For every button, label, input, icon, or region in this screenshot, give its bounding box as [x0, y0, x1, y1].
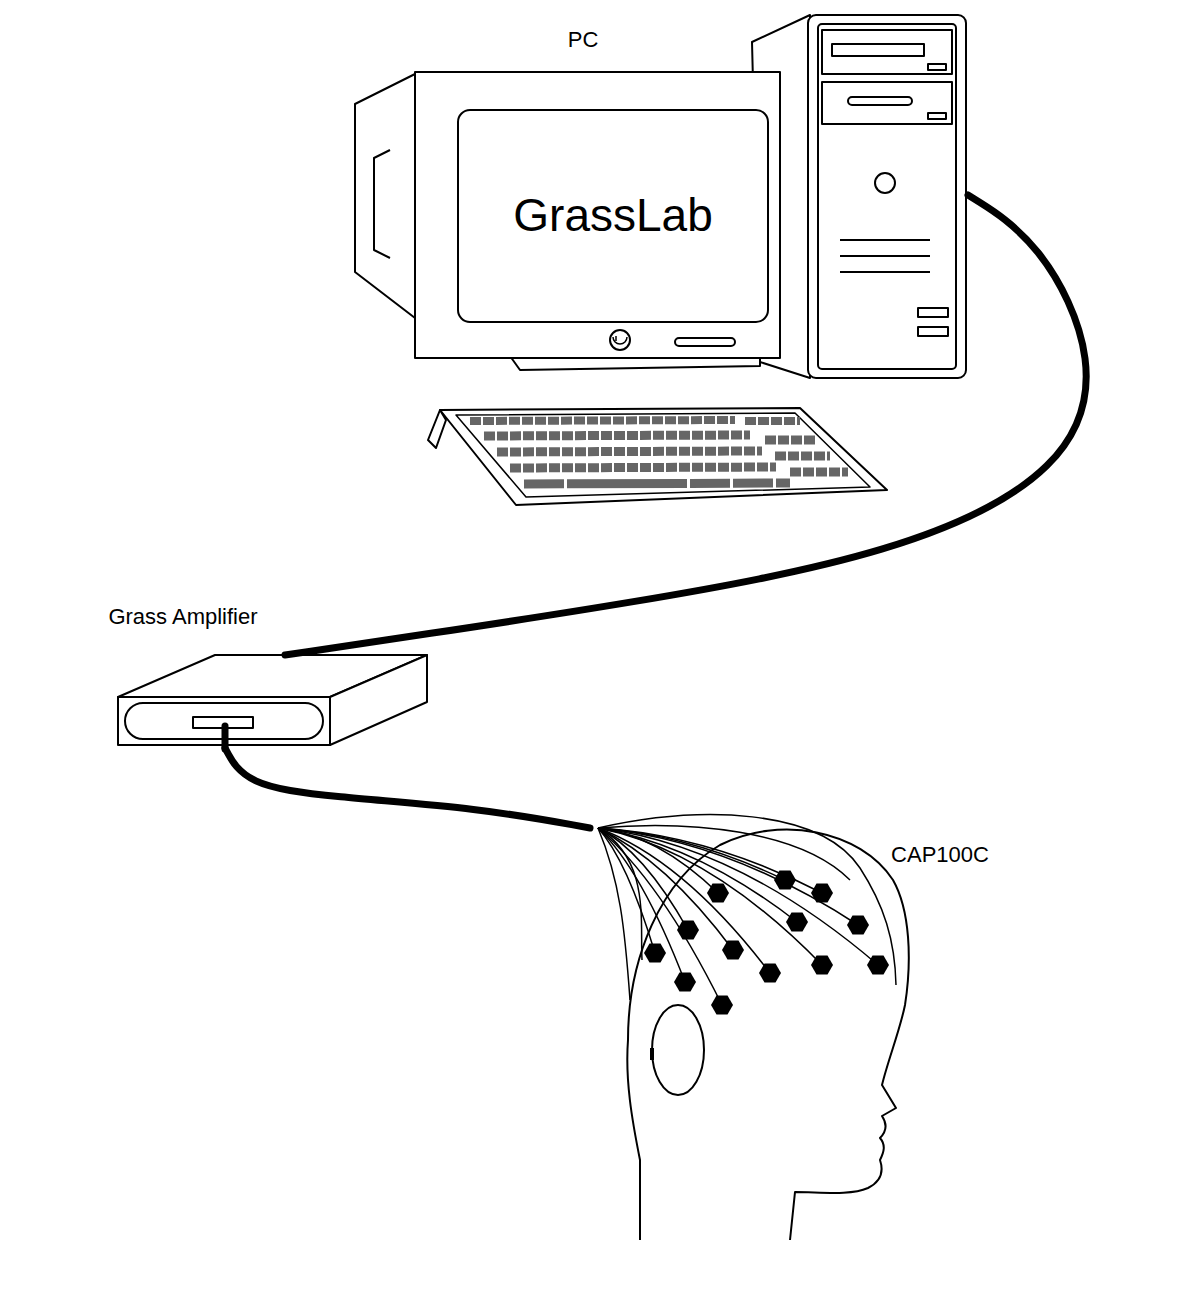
cable — [225, 748, 590, 828]
electrode — [677, 921, 699, 940]
key-row — [775, 452, 830, 461]
key-row — [470, 420, 735, 421]
electrode — [811, 884, 833, 903]
electrode — [711, 996, 733, 1015]
drive-bay — [822, 82, 952, 124]
keyboard-foot — [428, 410, 446, 448]
key-row — [484, 435, 750, 436]
key-row — [510, 467, 776, 468]
amplifier-side — [330, 655, 427, 745]
electrode — [774, 871, 796, 890]
key-row — [497, 451, 762, 452]
eeg-cap: CAP100C — [590, 820, 910, 1245]
ear-clip — [650, 1048, 654, 1060]
electrode — [707, 884, 729, 903]
key-row — [745, 417, 800, 425]
head-outline — [627, 830, 908, 1240]
monitor-back — [355, 74, 415, 318]
electrode-wire — [598, 828, 655, 953]
drive-slot — [848, 97, 912, 105]
vent-line — [840, 239, 930, 241]
drive-slot — [832, 44, 924, 56]
monitor-power — [610, 330, 630, 350]
electrode — [786, 913, 808, 932]
usb-port — [918, 327, 948, 336]
electrode — [811, 956, 833, 975]
electrode — [722, 941, 744, 960]
vent-line — [840, 255, 930, 257]
power-button — [875, 173, 895, 193]
electrode-wire — [598, 828, 685, 982]
monitor-notch — [374, 150, 390, 258]
cap-wires — [598, 828, 878, 1005]
key-row — [790, 468, 848, 477]
keyboard-body — [440, 408, 887, 505]
computer-tower — [752, 15, 966, 378]
amplifier — [118, 655, 427, 749]
drive-button — [928, 64, 946, 70]
tower-panel — [818, 24, 956, 369]
electrode — [847, 916, 869, 935]
monitor — [355, 72, 780, 370]
key-row — [524, 483, 790, 484]
electrode — [674, 973, 696, 992]
power-icon — [613, 336, 627, 344]
electrode — [867, 956, 889, 975]
device-label: Grass Amplifier — [108, 605, 257, 629]
electrodes — [644, 871, 889, 1015]
head — [598, 815, 909, 1240]
electrode-wire — [598, 828, 858, 925]
device-label: CAP100C — [891, 843, 989, 867]
cable — [285, 195, 1086, 655]
usb-port — [918, 308, 948, 317]
key-row — [765, 436, 815, 445]
electrode-wire — [598, 828, 770, 973]
ear — [652, 1005, 704, 1095]
tower-front — [808, 15, 966, 378]
monitor-frame — [415, 72, 780, 358]
device-label: PC — [568, 28, 599, 52]
monitor-slot — [675, 338, 735, 346]
electrode — [644, 944, 666, 963]
keyboard-keys — [456, 413, 870, 497]
electrode — [759, 964, 781, 983]
screen-text: GrassLab — [513, 190, 712, 241]
amplifier: Grass Amplifier — [118, 655, 428, 748]
cap-strap — [598, 815, 896, 985]
drive-bay — [822, 30, 952, 74]
drive-button — [928, 113, 946, 119]
keyboard — [428, 408, 887, 505]
computer: PC GrassLab — [350, 15, 968, 380]
vent-line — [840, 271, 930, 273]
electrode-wire — [598, 828, 822, 965]
electrode-wire — [598, 828, 722, 1005]
monitor-screen — [458, 110, 768, 322]
